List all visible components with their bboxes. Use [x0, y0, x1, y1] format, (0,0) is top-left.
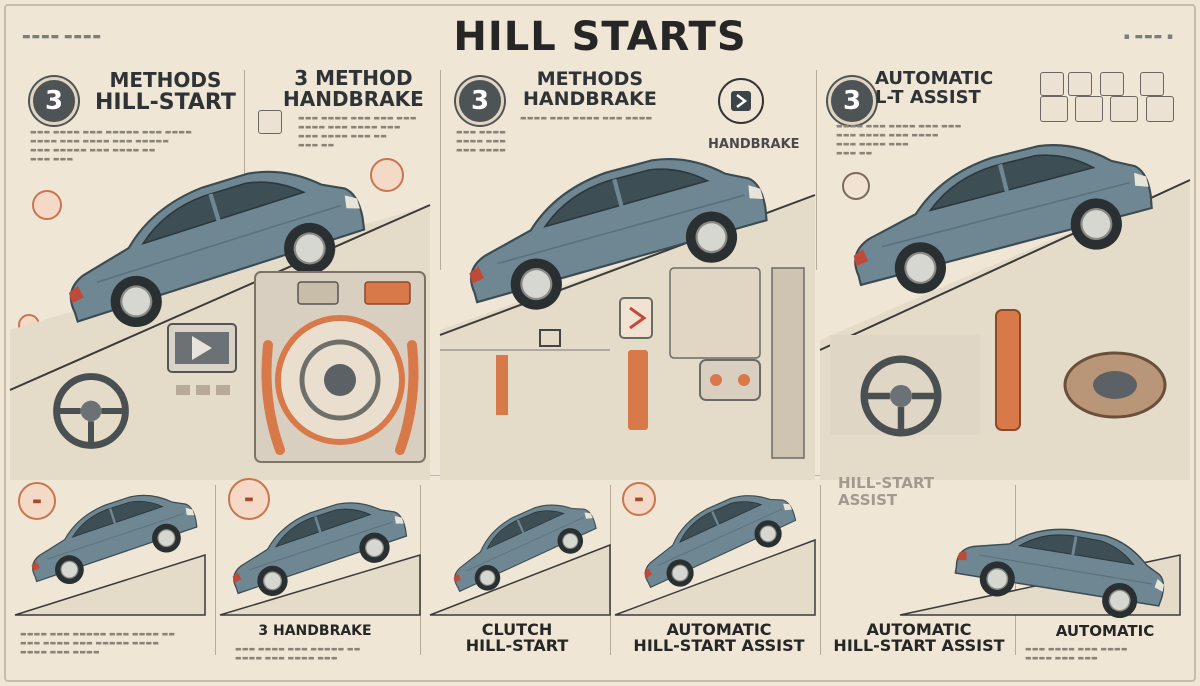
caption-5-line1: AUTOMATIC: [866, 620, 972, 639]
header-fine-print-right: ▪ ▬▬▬ ▪: [1123, 32, 1174, 42]
faded-hill-start-label: HILL-START ASSIST: [838, 475, 934, 508]
panel-3-heading: METHODS HANDBRAKE: [523, 68, 657, 110]
panel-4-heading-line1: AUTOMATIC: [875, 68, 994, 89]
bottom-fine-print-1: ▬▬▬▬ ▬▬▬ ▬▬▬▬▬ ▬▬▬ ▬▬▬▬ ▬▬▬▬▬ ▬▬▬▬ ▬▬▬ ▬…: [20, 630, 176, 656]
caption-3: CLUTCH HILL-START: [432, 622, 602, 654]
panel-4-small-icon: [842, 172, 870, 200]
panel-2-heading-line1: 3 METHOD: [294, 66, 413, 90]
panel-3-fine-print-b: ▬▬▬▬ ▬▬▬ ▬▬▬▬ ▬▬▬ ▬▬▬▬: [520, 114, 653, 122]
panel-4-icon-grid-5: [1040, 96, 1068, 122]
panel-4-icon-grid-3: [1100, 72, 1124, 96]
caption-5-line2: HILL-START ASSIST: [833, 636, 1005, 655]
caption-6: AUTOMATIC: [1055, 622, 1155, 640]
bottom-sign-1-icon: ▬: [18, 482, 56, 520]
bottom-fine-print-2: ▬▬▬ ▬▬▬▬ ▬▬▬ ▬▬▬▬▬ ▬▬▬▬▬▬ ▬▬▬ ▬▬▬▬ ▬▬▬: [235, 645, 361, 662]
panel-2-hand-icon: [370, 158, 404, 192]
separator-7: [820, 485, 821, 655]
caption-3-line1: CLUTCH: [481, 620, 553, 639]
panel-2-heading: 3 METHOD HANDBRAKE: [283, 68, 424, 110]
separator-1: [244, 70, 245, 270]
panel-4-number-badge: 3: [828, 77, 876, 125]
panel-4-icon-grid-2: [1068, 72, 1092, 96]
caption-3-line2: HILL-START: [465, 636, 569, 655]
bottom-sign-2-icon: ▬: [228, 478, 270, 520]
panel-3-number-badge: 3: [456, 77, 504, 125]
panel-2-brake-icon: [258, 110, 282, 134]
bottom-fine-print-3: ▬▬▬ ▬▬▬▬ ▬▬▬ ▬▬▬▬▬▬▬▬ ▬▬▬ ▬▬▬: [1025, 645, 1128, 662]
panel-3-heading-line1: METHODS: [536, 68, 644, 90]
panel-4-icon-grid-4: [1140, 72, 1164, 96]
panel-3-icon-label: HANDBRAKE: [708, 137, 800, 152]
panel-4-icon-grid-7: [1110, 96, 1138, 122]
faded-label-line1: HILL-START: [838, 474, 935, 492]
caption-4: AUTOMATIC HILL-START ASSIST: [624, 622, 814, 654]
panel-4-fine-print: ▬▬▬▬ ▬▬▬ ▬▬▬▬ ▬▬▬ ▬▬▬▬▬▬ ▬▬▬▬ ▬▬▬ ▬▬▬▬▬▬…: [836, 122, 962, 157]
poster-frame: [4, 4, 1196, 682]
panel-4-heading-line2: L-T ASSIST: [875, 86, 981, 108]
panel-3-heading-line2: HANDBRAKE: [523, 87, 657, 110]
panel-4-icon-grid-1: [1040, 72, 1064, 96]
faded-label-line2: ASSIST: [838, 490, 898, 509]
panel-2-heading-line2: HANDBRAKE: [283, 87, 424, 111]
header-fine-print-left: ▬▬▬▬ ▬▬▬▬: [22, 32, 102, 42]
panel-3-fine-print-a: ▬▬▬ ▬▬▬▬▬▬▬▬ ▬▬▬▬▬▬ ▬▬▬▬: [456, 128, 507, 154]
panel-4-icon-grid-8: [1146, 96, 1174, 122]
panel-1-warning-icon: [32, 190, 62, 220]
caption-4-line2: HILL-START ASSIST: [633, 636, 805, 655]
separator-2: [440, 70, 441, 270]
separator-4: [215, 485, 216, 655]
caption-4-line1: AUTOMATIC: [666, 620, 772, 639]
panel-1-number-badge: 3: [30, 77, 78, 125]
separator-3: [816, 70, 817, 270]
panel-1-fine-print: ▬▬▬ ▬▬▬▬ ▬▬▬ ▬▬▬▬▬ ▬▬▬ ▬▬▬▬▬▬▬▬ ▬▬▬ ▬▬▬▬…: [30, 128, 193, 163]
caption-2: 3 HANDBRAKE: [258, 623, 372, 639]
caption-5: AUTOMATIC HILL-START ASSIST: [824, 622, 1014, 654]
poster-title: HILL STARTS: [453, 14, 747, 60]
bottom-sign-3-icon: ▬: [622, 482, 656, 516]
panel-1-heading-line2: HILL-START: [95, 90, 236, 115]
panel-1-heading-line1: METHODS: [109, 68, 222, 92]
panel-2-fine-print: ▬▬▬ ▬▬▬▬ ▬▬▬ ▬▬▬ ▬▬▬▬▬▬▬ ▬▬▬ ▬▬▬▬ ▬▬▬▬▬▬…: [298, 114, 417, 149]
panel-3-arrow-icon: [718, 78, 764, 124]
panel-4-heading: AUTOMATIC L-T ASSIST: [875, 68, 994, 108]
panel-4-icon-grid-6: [1075, 96, 1103, 122]
panel-1-heading: METHODS HILL-START: [95, 68, 236, 115]
